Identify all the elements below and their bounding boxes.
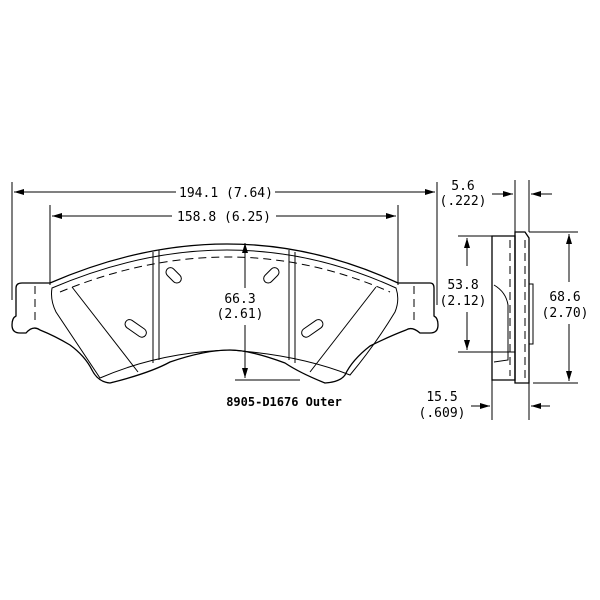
shim-tab xyxy=(528,283,534,345)
dimension-overall-height: 68.6 (2.70) xyxy=(529,231,589,384)
vent-hole xyxy=(301,319,324,338)
lining-height-mm: 53.8 xyxy=(447,278,478,293)
friction-block xyxy=(491,235,516,381)
part-label: 8905-D1676 Outer xyxy=(226,395,342,409)
dimension-overall-thickness: 15.5 (.609) xyxy=(419,380,550,421)
overall-thickness-in: (.609) xyxy=(419,406,466,421)
vent-hole xyxy=(165,267,182,284)
backplate-thickness-in: (.222) xyxy=(440,194,487,209)
friction-inner xyxy=(493,284,509,363)
backplate-side xyxy=(514,231,530,384)
side-view xyxy=(491,231,534,384)
center-height-in: (2.61) xyxy=(217,307,264,322)
backplate-thickness-mm: 5.6 xyxy=(451,179,474,194)
dimension-backplate-thickness: 5.6 (.222) xyxy=(440,179,552,236)
center-height-mm: 66.3 xyxy=(224,292,255,307)
lining-height-in: (2.12) xyxy=(440,294,487,309)
chamfer-line xyxy=(71,286,139,373)
overall-height-mm: 68.6 xyxy=(549,290,580,305)
overall-thickness-mm: 15.5 xyxy=(426,390,457,405)
front-view xyxy=(11,243,439,384)
dimension-lining-height: 53.8 (2.12) xyxy=(440,235,515,353)
vent-hole xyxy=(124,319,147,338)
lining-outline xyxy=(51,249,399,379)
wear-line xyxy=(59,256,391,293)
dimension-lining-width: 158.8 (6.25) xyxy=(49,205,399,285)
dimension-center-height: 66.3 (2.61) xyxy=(217,243,300,381)
vent-hole xyxy=(263,267,280,284)
overall-height-in: (2.70) xyxy=(542,306,589,321)
dimension-overall-width: 194.1 (7.64) xyxy=(11,182,438,305)
lining-width-label: 158.8 (6.25) xyxy=(177,210,271,225)
backplate-outline xyxy=(11,243,439,384)
overall-width-label: 194.1 (7.64) xyxy=(179,186,273,201)
chamfer-line xyxy=(309,286,377,373)
